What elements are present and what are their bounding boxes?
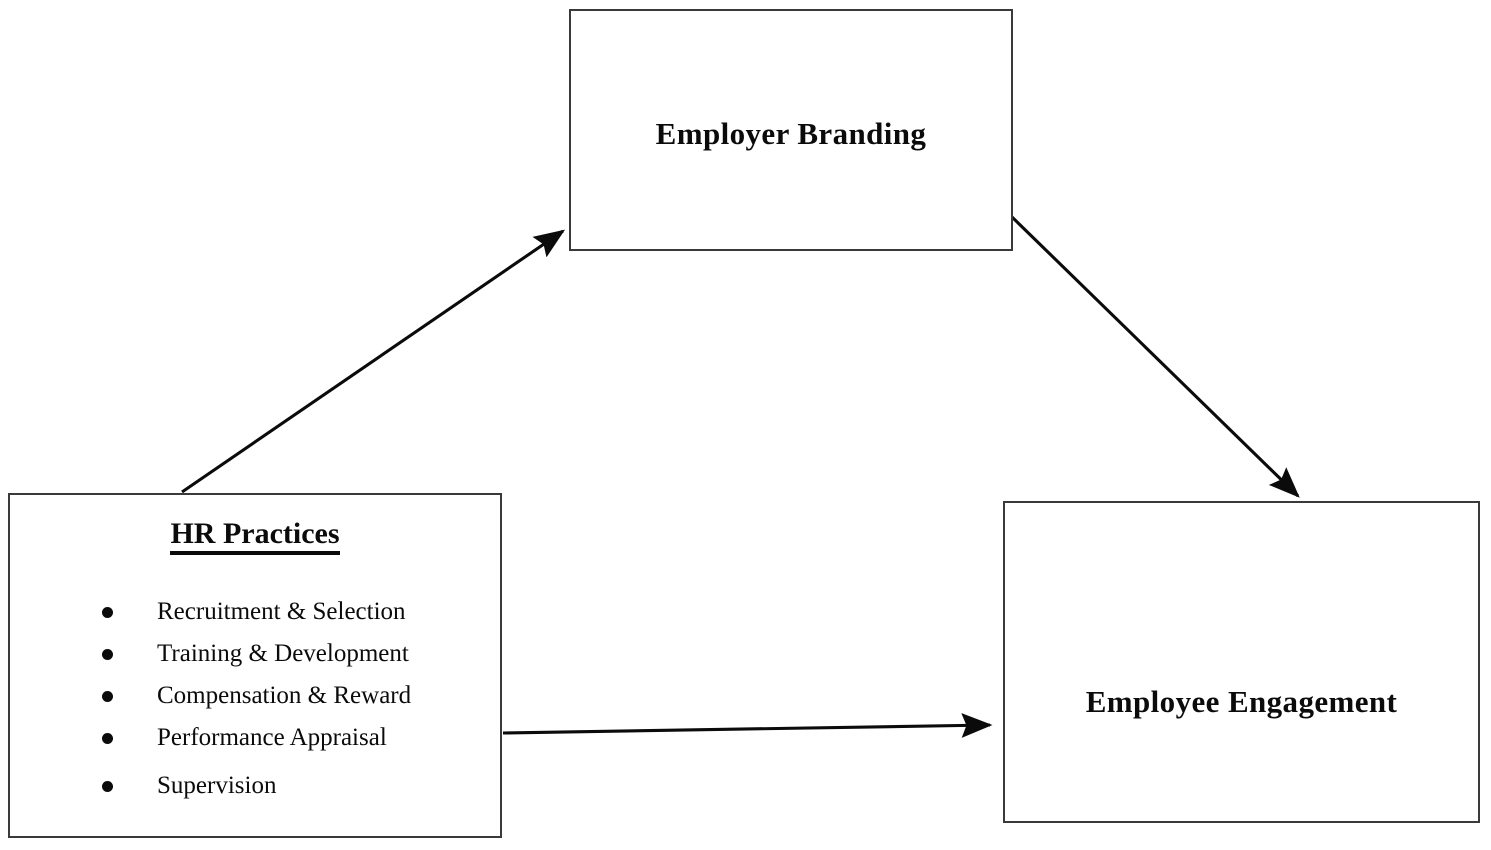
bullet-icon (102, 781, 113, 792)
list-item-label: Recruitment & Selection (157, 598, 406, 625)
list-item: Recruitment & Selection (92, 591, 411, 633)
node-hr-practices[interactable]: HR Practices Recruitment & Selection Tra… (8, 493, 502, 838)
list-item-label: Training & Development (157, 640, 409, 667)
list-item-label: Performance Appraisal (157, 724, 387, 751)
node-employee-engagement-label: Employee Engagement (1085, 684, 1398, 719)
node-hr-practices-heading: HR Practices (10, 517, 500, 555)
list-item: Compensation & Reward (92, 675, 411, 717)
list-item-label: Supervision (157, 772, 277, 799)
bullet-icon (102, 607, 113, 618)
connector-hr-practices-to-employer-branding (181, 229, 566, 494)
list-item: Supervision (92, 765, 411, 807)
list-item: Performance Appraisal (92, 717, 411, 759)
connector-employer-branding-to-employee-engagement (1010, 215, 1300, 498)
node-hr-practices-label: HR Practices (170, 517, 340, 555)
bullet-icon (102, 649, 113, 660)
hr-practices-list: Recruitment & Selection Training & Devel… (92, 591, 411, 807)
node-employee-engagement[interactable]: Employee Engagement (1003, 501, 1480, 823)
connector-hr-practices-to-employee-engagement (502, 713, 993, 738)
list-item-label: Compensation & Reward (157, 682, 412, 709)
list-item: Training & Development (92, 633, 411, 675)
bullet-icon (102, 733, 113, 744)
node-employer-branding-label: Employer Branding (655, 116, 927, 151)
bullet-icon (102, 691, 113, 702)
node-employer-branding[interactable]: Employer Branding (569, 9, 1013, 251)
